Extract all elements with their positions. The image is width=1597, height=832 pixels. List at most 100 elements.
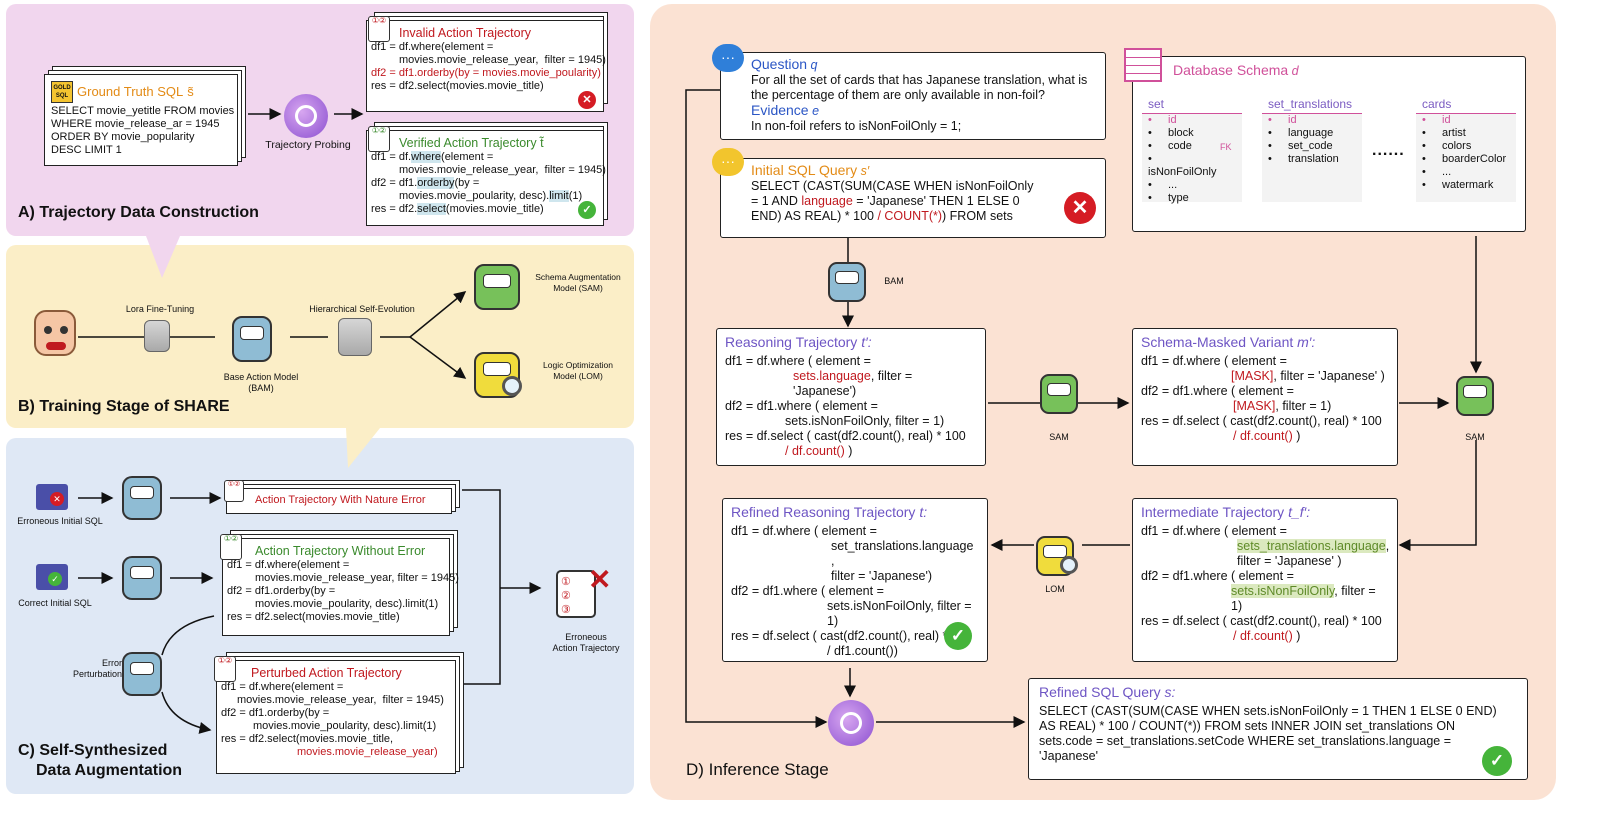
masked-label: Schema-Masked Variant [1141, 334, 1294, 350]
panel-c-title-2: Data Augmentation [36, 762, 183, 779]
schema-table-cards: cards •id •artist •colors •boarderColor … [1416, 96, 1516, 202]
folder-check-icon: ✓ [36, 564, 68, 590]
refined-check-icon: ✓ [944, 622, 972, 650]
reasoning-l6: / df.count() [785, 444, 845, 458]
masked-l6: / df.count() [1233, 429, 1293, 443]
table-name: set [1142, 96, 1242, 114]
panel-b-title: B) Training Stage of SHARE [18, 398, 230, 415]
reasoning-label: Reasoning Trajectory [725, 334, 858, 350]
sam-label: SAM [1049, 432, 1069, 442]
verified-l4b: limit [549, 189, 569, 202]
verified-l1b: where [411, 150, 442, 163]
bam-label: BAM [884, 276, 904, 286]
reasoning-sym: t′: [861, 334, 872, 350]
reasoning-l2: sets.language [793, 369, 871, 383]
masked-l6b: ) [1292, 429, 1301, 443]
initial-sql-l3b: / COUNT(*) [877, 209, 943, 223]
ground-truth-sql-card: GOLD SQL Ground Truth SQL s̃ SELECT movi… [44, 74, 238, 166]
table-name: cards [1416, 96, 1516, 114]
sam-label: Schema Augmentation Model (SAM) [535, 272, 621, 293]
initial-sql-label: Initial SQL Query [751, 162, 858, 178]
fk-label: FK [1220, 142, 1232, 152]
robot-icon [122, 556, 162, 600]
perturbed-line-5: res = df2.select(movies.movie_title, [221, 732, 394, 745]
correct-initial-label: Correct Initial SQL [18, 598, 92, 608]
database-stack-icon [338, 318, 372, 356]
panel-a-title: A) Trajectory Data Construction [18, 204, 259, 221]
verified-l1c: (element = [441, 150, 494, 163]
schema-table-set: set •id •block •code •isNonFoilOnly •...… [1142, 96, 1242, 204]
table-col: colors [1442, 140, 1472, 152]
intermediate-l5: sets.isNonFoilOnly [1231, 584, 1335, 598]
verified-check-icon: ✓ [578, 200, 596, 219]
intermediate-l1: df1 = df.where ( element = [1141, 524, 1287, 538]
verified-trajectory-card: Verified Action Trajectory t̃ df1 = df.w… [366, 130, 606, 226]
refined-trajectory-card: Refined Reasoning Trajectory t: df1 = df… [722, 498, 988, 662]
reasoning-l3: df2 = df1.where ( element = [725, 399, 878, 413]
refined-l1: df1 = df.where ( element = [731, 524, 877, 538]
verified-sym: t̃ [540, 136, 544, 150]
without-error-title: Action Trajectory Without Error [255, 544, 426, 558]
table-col: id [1442, 114, 1451, 126]
invalid-line-1: df1 = df.where(element = [371, 40, 494, 53]
schema-ellipsis: ...... [1372, 142, 1405, 159]
sam-robot-icon [474, 264, 520, 310]
clipboard-icon: ①② [220, 534, 242, 560]
gt-line-1: SELECT movie_yetitle FROM movies [51, 105, 235, 117]
magnifier-icon [1060, 556, 1078, 574]
refined-l6: res = df.select ( cast(df2.count(), real… [731, 629, 972, 643]
refined-l5: sets.isNonFoilOnly, filter = 1) [827, 599, 972, 628]
table-col: translation [1288, 153, 1339, 165]
magnifier-icon [502, 376, 522, 396]
initial-sql-l1: SELECT (CAST(SUM(CASE WHEN isNonFoilOnly [751, 179, 1034, 193]
initial-sql-l2b: language [801, 194, 853, 208]
verified-l5c: (movies.movie_title) [445, 202, 544, 215]
robot-icon [122, 652, 162, 696]
reasoning-l1: df1 = df.where ( element = [725, 354, 871, 368]
schema-sym: d [1291, 64, 1299, 78]
verified-l4a: movies.movie_poularity, desc). [399, 189, 550, 202]
verified-l3b: orderby [417, 176, 455, 189]
perturbed-title: Perturbed Action Trajectory [251, 666, 402, 680]
erroneous-initial-label: Erroneous Initial SQL [17, 516, 103, 526]
trajectory-probing-label: Trajectory Probing [265, 139, 351, 151]
intermediate-l5b: , filter = 1) [1231, 584, 1376, 613]
bam-robot-icon [232, 316, 272, 362]
refined-traj-sym: t: [919, 504, 928, 520]
masked-l2b: , filter = 'Japanese' ) [1273, 369, 1385, 383]
gt-title: Ground Truth SQL [77, 84, 184, 100]
llama-icon [34, 310, 76, 356]
lom-label: LOM [1045, 584, 1065, 594]
refined-l2: set_translations.language , [831, 539, 974, 568]
bam-label: Base Action Model (BAM) [223, 372, 299, 393]
gt-sym: s̃ [187, 84, 194, 100]
intermediate-l2: sets_translations.language [1237, 539, 1386, 553]
masked-l2: [MASK] [1231, 369, 1274, 383]
clipboard-icon: ①② [214, 656, 236, 682]
refined-l4: df2 = df1.where ( element = [731, 584, 884, 598]
masked-l3: df2 = df1.where ( element = [1141, 384, 1294, 398]
panel-d-title: D) Inference Stage [686, 760, 829, 779]
database-icon [144, 320, 170, 352]
invalid-title: Invalid Action Trajectory [399, 26, 532, 40]
verified-l1a: df1 = df. [371, 150, 412, 163]
masked-l1: df1 = df.where ( element = [1141, 354, 1287, 368]
refined-sql-check-icon: ✓ [1482, 746, 1512, 776]
intermediate-l7: / df.count() [1233, 629, 1293, 643]
error-perturbation-label: Error Perturbation [72, 658, 122, 679]
verified-l5b: select [417, 202, 446, 215]
perturbed-line-3: df2 = df1.orderby(by = [221, 706, 330, 719]
verified-l3c: (by = [454, 176, 480, 189]
nature-error-card: Action Trajectory With Nature Error [226, 488, 452, 514]
initial-sql-l2a: = 1 AND [751, 194, 802, 208]
initial-sql-sym: s′ [860, 164, 870, 178]
reasoning-l6b: ) [844, 444, 853, 458]
gt-line-4: DESC LIMIT 1 [51, 144, 122, 156]
verified-title: Verified Action Trajectory [399, 136, 537, 150]
table-icon [1124, 48, 1162, 82]
openai-knot-icon [840, 712, 862, 734]
openai-knot-icon [295, 105, 317, 127]
chat-bubble-icon: ··· [712, 44, 744, 72]
initial-sql-l3a: END) AS REAL) * 100 [751, 209, 878, 223]
gold-sql-icon: GOLD SQL [51, 81, 73, 103]
